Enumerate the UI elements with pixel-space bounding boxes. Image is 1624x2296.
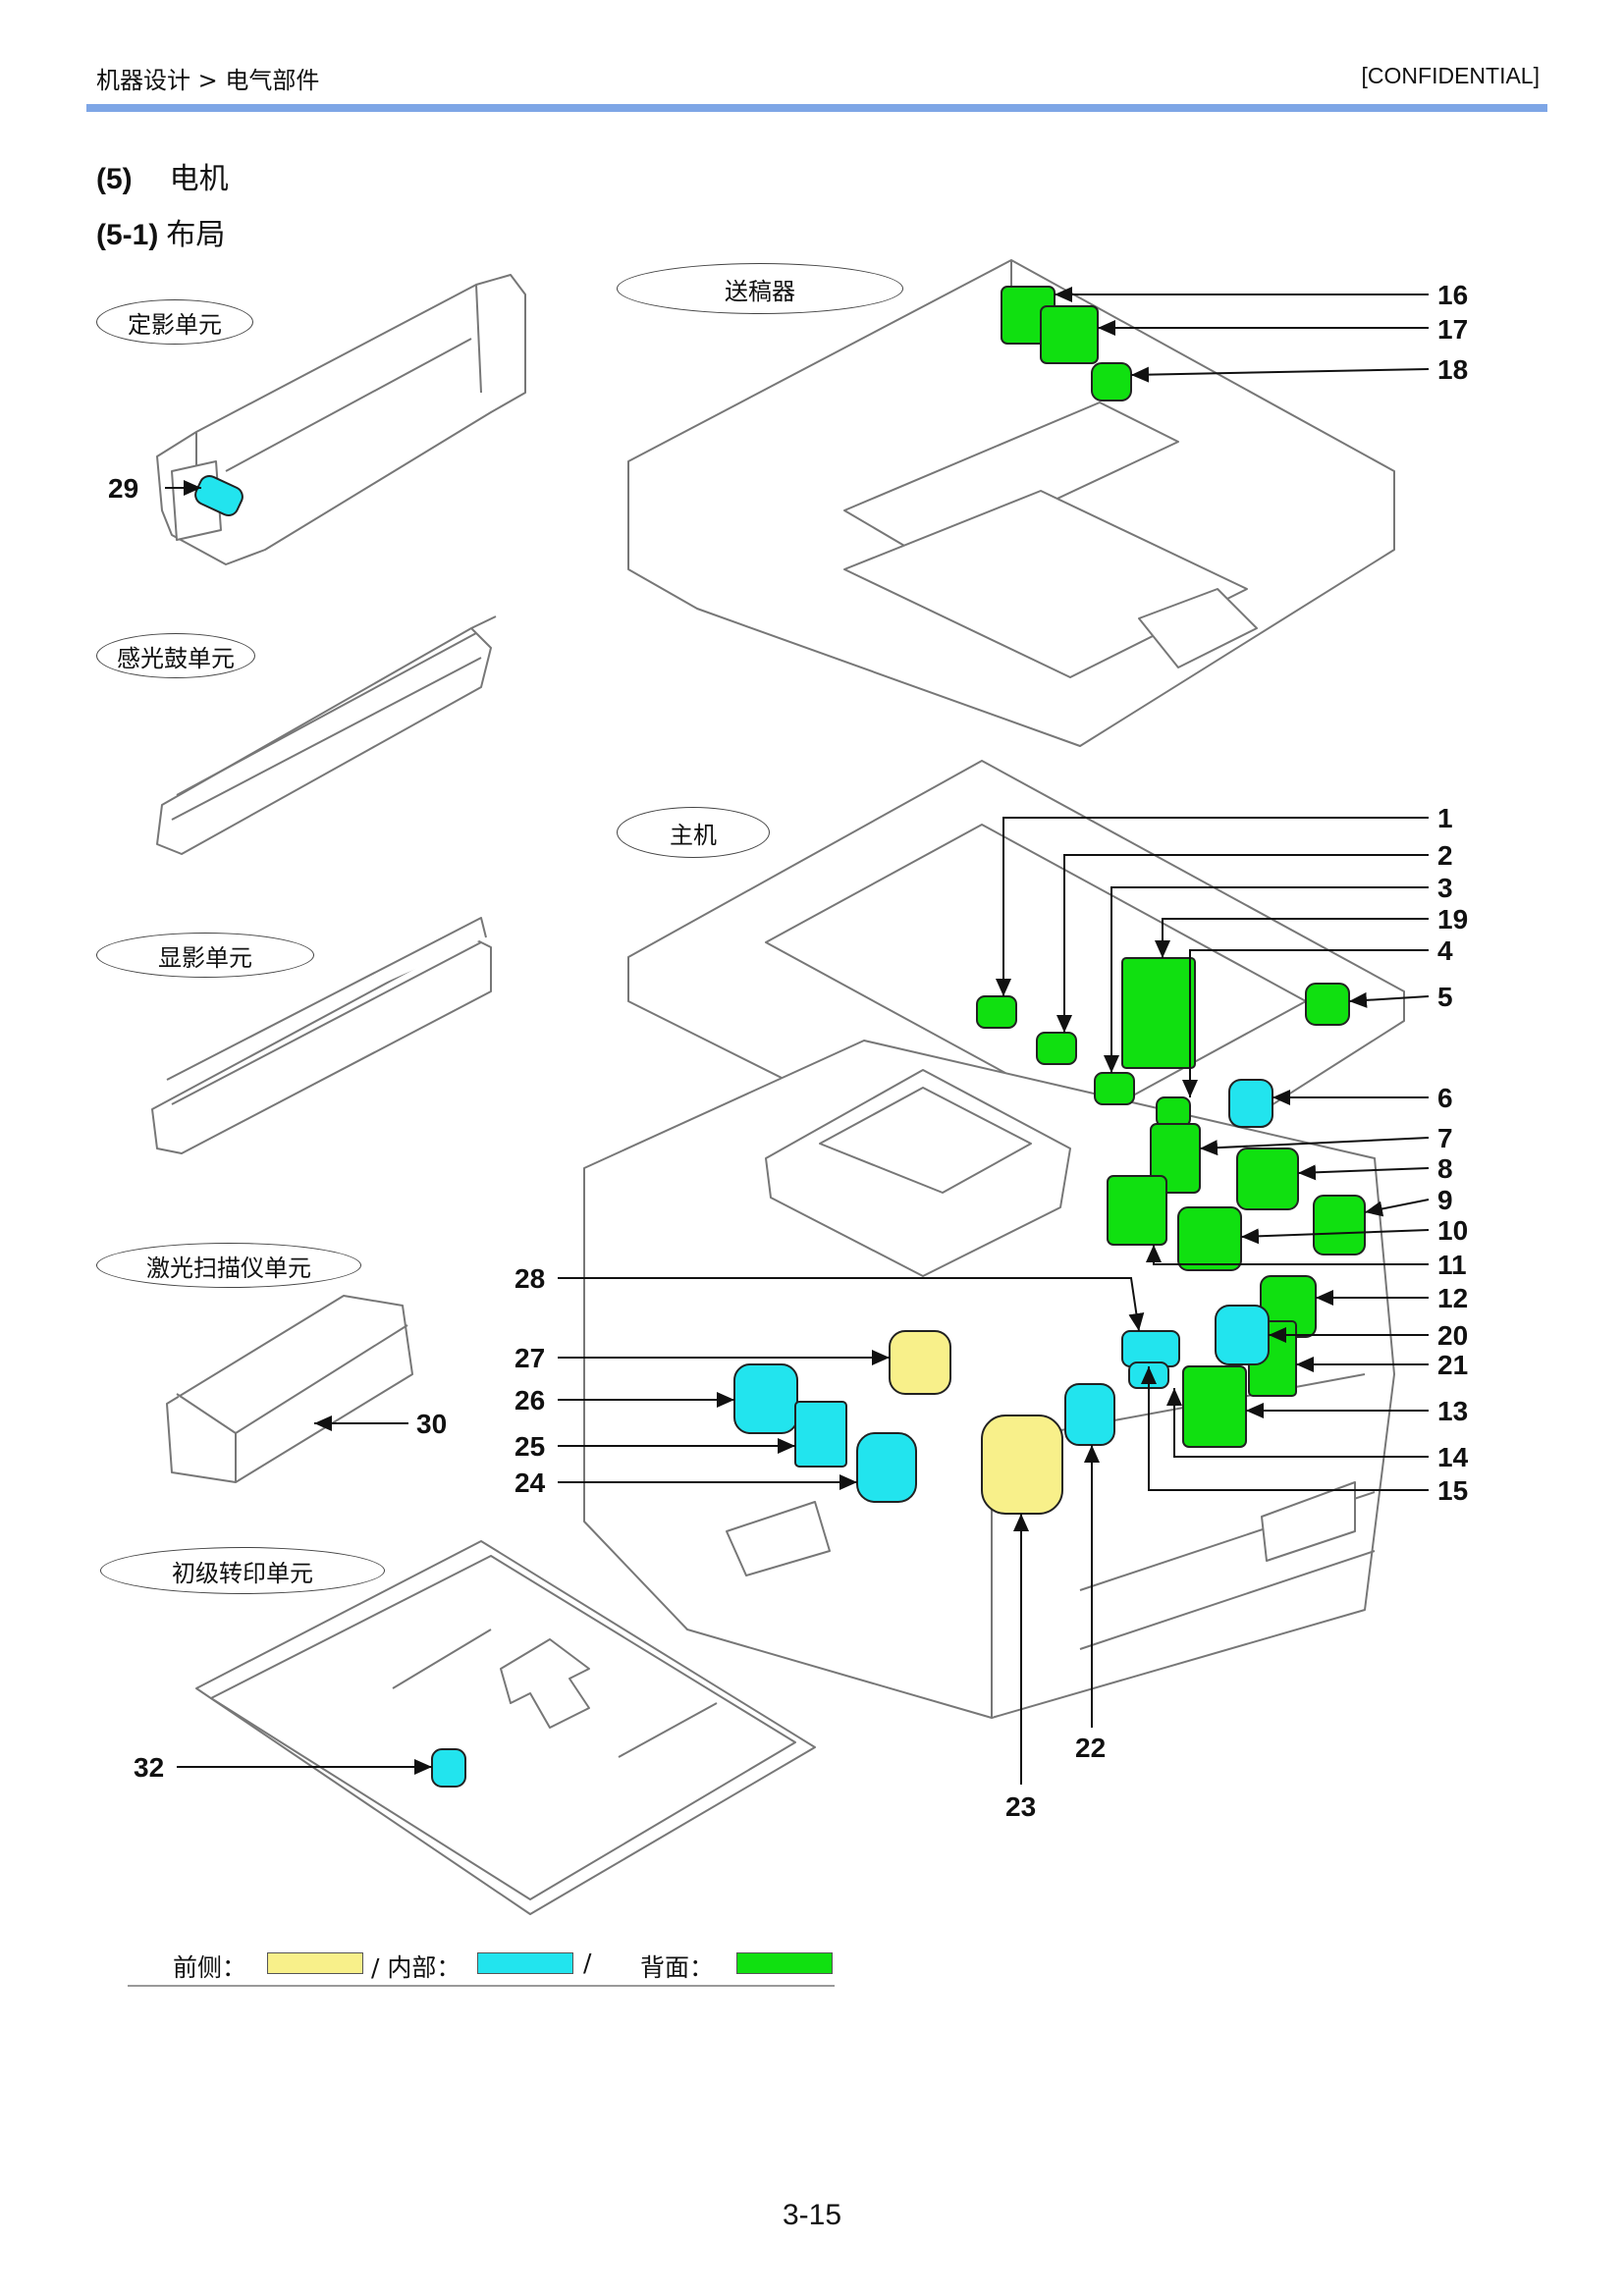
subsection-title: 布局 [166, 218, 226, 252]
motor-22 [1064, 1383, 1115, 1446]
page-number: 3-15 [782, 2199, 842, 2231]
motor-24 [856, 1432, 917, 1503]
callout-numbers: 16 17 18 1 2 3 19 4 5 6 7 8 9 10 11 12 2… [108, 280, 1469, 1822]
callout-5: 5 [1437, 982, 1453, 1012]
section-number: (5) [96, 163, 133, 195]
breadcrumb: 机器设计 > 电气部件 [96, 67, 320, 94]
motor-27 [889, 1330, 951, 1395]
callout-3: 3 [1437, 873, 1453, 903]
subsection-heading: (5-1)布局 [96, 210, 225, 253]
callout-11: 11 [1437, 1250, 1467, 1280]
callout-20: 20 [1437, 1320, 1468, 1351]
legend-separator: / [583, 1949, 592, 1977]
header-rule [86, 104, 1547, 112]
callout-28: 28 [514, 1263, 545, 1294]
callout-19: 19 [1437, 904, 1468, 934]
unit-label-laser: 激光扫描仪单元 [96, 1243, 361, 1288]
legend-inside-swatch [477, 1952, 573, 1974]
motor-17 [1040, 305, 1099, 364]
motor-10 [1177, 1206, 1242, 1271]
callout-4: 4 [1437, 935, 1453, 966]
motor-2 [1036, 1032, 1077, 1065]
unit-label-dp: 送稿器 [617, 263, 903, 314]
callout-25: 25 [514, 1431, 545, 1462]
motor-15 [1121, 1330, 1180, 1367]
legend-rear-label: 背面： [640, 1953, 715, 1982]
motor-5 [1305, 983, 1350, 1026]
motor-26 [733, 1363, 798, 1434]
laser-unit-drawing [166, 1295, 413, 1483]
callout-7: 7 [1437, 1123, 1453, 1153]
callout-21: 21 [1437, 1350, 1468, 1380]
callout-9: 9 [1437, 1185, 1453, 1215]
callout-32: 32 [134, 1752, 164, 1783]
fuser-unit-drawing [156, 274, 526, 565]
motor-25 [794, 1401, 847, 1468]
unit-label-fuser: 定影单元 [96, 299, 253, 345]
callout-24: 24 [514, 1468, 546, 1498]
callout-15: 15 [1437, 1475, 1468, 1506]
callout-12: 12 [1437, 1283, 1468, 1313]
callout-8: 8 [1437, 1153, 1453, 1184]
callout-13: 13 [1437, 1396, 1468, 1426]
callout-23: 23 [1005, 1791, 1036, 1822]
document-processor-drawing [627, 259, 1395, 747]
motor-4 [1156, 1096, 1191, 1128]
motor-18 [1091, 362, 1132, 401]
main-body-drawing [583, 760, 1405, 1719]
rear-motors [976, 286, 1366, 1448]
callout-10: 10 [1437, 1215, 1468, 1246]
confidential-label: [CONFIDENTIAL] [1361, 63, 1540, 88]
unit-label-transfer: 初级转印单元 [100, 1547, 385, 1594]
callout-29: 29 [108, 473, 138, 504]
subsection-number: (5-1) [96, 219, 159, 251]
legend-front-swatch [267, 1952, 363, 1974]
motor-32 [431, 1748, 466, 1788]
inside-motors [194, 474, 1273, 1788]
motor-8 [1236, 1148, 1299, 1210]
unit-label-main: 主机 [617, 807, 770, 858]
callout-6: 6 [1437, 1083, 1453, 1113]
motor-11 [1107, 1175, 1167, 1246]
motor-1 [976, 995, 1017, 1029]
callout-2: 2 [1437, 840, 1453, 871]
motor-6 [1228, 1079, 1273, 1128]
callout-27: 27 [514, 1343, 545, 1373]
drum-unit-drawing [156, 615, 497, 855]
section-heading: (5) 电机 [96, 154, 229, 197]
motor-20 [1215, 1305, 1270, 1365]
legend-rear-swatch [736, 1952, 833, 1974]
callout-30: 30 [416, 1409, 447, 1439]
motor-9 [1313, 1195, 1366, 1255]
unit-label-developer: 显影单元 [96, 933, 314, 978]
unit-label-drum: 感光鼓单元 [96, 633, 255, 678]
motor-19 [1121, 957, 1196, 1069]
callout-22: 22 [1075, 1733, 1106, 1763]
legend-rule [128, 1985, 835, 1987]
callout-16: 16 [1437, 280, 1468, 310]
callout-14: 14 [1437, 1442, 1469, 1472]
callout-18: 18 [1437, 354, 1468, 385]
callout-17: 17 [1437, 314, 1468, 345]
motor-13 [1182, 1365, 1247, 1448]
transfer-unit-drawing [195, 1540, 816, 1915]
motor-23 [981, 1415, 1063, 1515]
callout-1: 1 [1437, 803, 1453, 833]
legend-inside-label: / 内部： [371, 1953, 461, 1982]
motor-3 [1094, 1072, 1135, 1105]
callout-26: 26 [514, 1385, 545, 1415]
leader-lines [165, 287, 1430, 1785]
legend-front-label: 前侧： [173, 1953, 247, 1982]
section-title: 电机 [169, 162, 229, 196]
developer-unit-drawing [151, 917, 492, 1154]
